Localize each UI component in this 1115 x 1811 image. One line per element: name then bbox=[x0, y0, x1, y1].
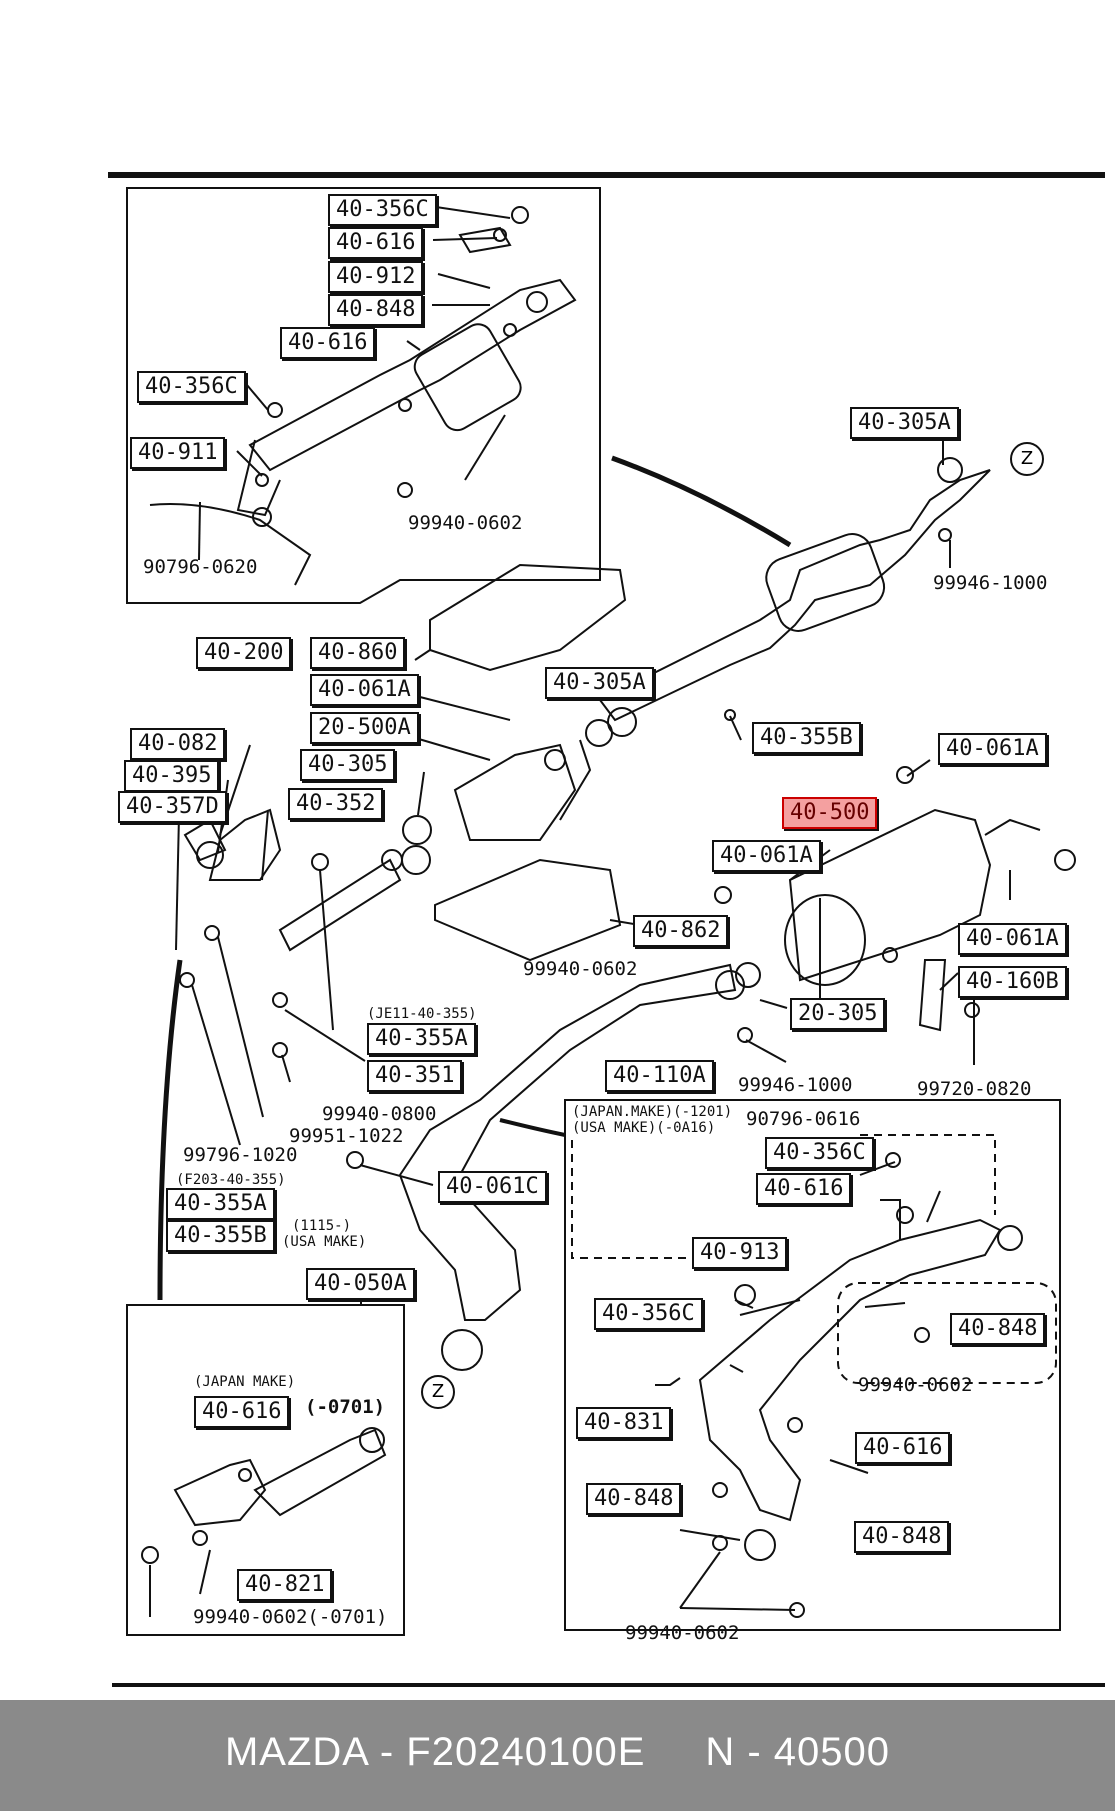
label-40-050a[interactable]: 40-050A bbox=[306, 1268, 415, 1300]
label-40-061a-d[interactable]: 40-061A bbox=[958, 923, 1067, 955]
label-40-160b[interactable]: 40-160B bbox=[958, 966, 1067, 998]
label-40-200[interactable]: 40-200 bbox=[196, 637, 292, 669]
label-40-356c-a[interactable]: 40-356C bbox=[328, 194, 437, 226]
label-40-616-a[interactable]: 40-616 bbox=[328, 227, 424, 259]
connector-z-marker-top: Z bbox=[1010, 442, 1044, 476]
label-40-061a-a[interactable]: 40-061A bbox=[310, 674, 419, 706]
label-40-912[interactable]: 40-912 bbox=[328, 261, 424, 293]
part-number-90796-0616: 90796-0616 bbox=[746, 1108, 861, 1130]
part-number-99940-0602-d: 99940-0602 bbox=[625, 1622, 740, 1644]
label-40-616-c[interactable]: 40-616 bbox=[756, 1173, 852, 1205]
label-40-061a-c[interactable]: 40-061A bbox=[712, 840, 821, 872]
label-20-500a[interactable]: 20-500A bbox=[310, 712, 419, 744]
label-40-616-d[interactable]: 40-616 bbox=[194, 1396, 290, 1428]
note-japan-make: (JAPAN MAKE) bbox=[194, 1374, 296, 1390]
label-40-821[interactable]: 40-821 bbox=[237, 1569, 333, 1601]
part-number-99940-0602-b: 99940-0602 bbox=[523, 958, 638, 980]
label-40-061c[interactable]: 40-061C bbox=[438, 1171, 547, 1203]
part-number-90796-0620: 90796-0620 bbox=[143, 556, 258, 578]
label-40-356c-c[interactable]: 40-356C bbox=[765, 1137, 874, 1169]
label-40-848-c[interactable]: 40-848 bbox=[586, 1483, 682, 1515]
label-40-355a-b[interactable]: 40-355A bbox=[166, 1188, 275, 1220]
label-40-305a-b[interactable]: 40-305A bbox=[545, 667, 654, 699]
label-40-848-a[interactable]: 40-848 bbox=[328, 294, 424, 326]
label-40-305[interactable]: 40-305 bbox=[300, 749, 396, 781]
footer-bar: MAZDA - F20240100E N - 40500 bbox=[0, 1700, 1115, 1811]
part-number-99946-1000-b: 99946-1000 bbox=[738, 1074, 853, 1096]
footer-part-number: N - 40500 bbox=[705, 1730, 891, 1774]
footer-caption: MAZDA - F20240100E N - 40500 bbox=[0, 1730, 1115, 1775]
label-40-356c-b[interactable]: 40-356C bbox=[137, 371, 246, 403]
label-40-395[interactable]: 40-395 bbox=[124, 760, 220, 792]
part-number-99796-1020: 99796-1020 bbox=[183, 1144, 298, 1166]
label-40-831[interactable]: 40-831 bbox=[576, 1407, 672, 1439]
part-number-99720-0820: 99720-0820 bbox=[917, 1078, 1032, 1100]
label-40-862[interactable]: 40-862 bbox=[633, 915, 729, 947]
note-usa-make: (USA MAKE) bbox=[282, 1234, 367, 1250]
note-f203: (F203-40-355) bbox=[176, 1172, 286, 1188]
label-40-500-highlighted[interactable]: 40-500 bbox=[782, 797, 878, 829]
part-number-99940-0602-0701: 99940-0602(-0701) bbox=[193, 1606, 388, 1628]
label-40-110a[interactable]: 40-110A bbox=[605, 1060, 714, 1092]
label-40-848-b[interactable]: 40-848 bbox=[950, 1313, 1046, 1345]
part-number-99940-0602-a: 99940-0602 bbox=[408, 512, 523, 534]
note-usa-1115: (1115-) bbox=[292, 1218, 352, 1234]
part-number-99940-0602-c: 99940-0602 bbox=[858, 1374, 973, 1396]
label-40-355b-b[interactable]: 40-355B bbox=[166, 1220, 275, 1252]
footer-brand-code: MAZDA - F20240100E bbox=[224, 1730, 646, 1774]
label-40-848-d[interactable]: 40-848 bbox=[854, 1521, 950, 1553]
label-40-352[interactable]: 40-352 bbox=[288, 788, 384, 820]
label-40-355a-a[interactable]: 40-355A bbox=[367, 1023, 476, 1055]
label-40-351[interactable]: 40-351 bbox=[367, 1060, 463, 1092]
diagram-drawing bbox=[108, 172, 1105, 1687]
part-number-99940-0800: 99940-0800 bbox=[322, 1103, 437, 1125]
label-40-061a-b[interactable]: 40-061A bbox=[938, 733, 1047, 765]
note-minus-0701: (-0701) bbox=[305, 1396, 386, 1418]
label-40-356c-d[interactable]: 40-356C bbox=[594, 1298, 703, 1330]
label-40-911[interactable]: 40-911 bbox=[130, 437, 226, 469]
label-40-616-b[interactable]: 40-616 bbox=[280, 327, 376, 359]
part-number-99951-1022: 99951-1022 bbox=[289, 1125, 404, 1147]
label-40-860[interactable]: 40-860 bbox=[310, 637, 406, 669]
note-je11: (JE11-40-355) bbox=[367, 1006, 477, 1022]
label-40-305a-a[interactable]: 40-305A bbox=[850, 407, 959, 439]
note-japan-range: (JAPAN.MAKE)(-1201) bbox=[572, 1104, 733, 1120]
label-40-355b-a[interactable]: 40-355B bbox=[752, 722, 861, 754]
label-40-082[interactable]: 40-082 bbox=[130, 728, 226, 760]
note-usa-range: (USA MAKE)(-0A16) bbox=[572, 1120, 716, 1136]
label-20-305[interactable]: 20-305 bbox=[790, 998, 886, 1030]
label-40-616-e[interactable]: 40-616 bbox=[855, 1432, 951, 1464]
part-number-99946-1000-a: 99946-1000 bbox=[933, 572, 1048, 594]
label-40-357d[interactable]: 40-357D bbox=[118, 791, 227, 823]
label-40-913[interactable]: 40-913 bbox=[692, 1237, 788, 1269]
exhaust-system-diagram: 40-356C 40-616 40-912 40-848 40-616 40-3… bbox=[108, 172, 1105, 1687]
connector-z-marker-bottom: Z bbox=[421, 1375, 455, 1409]
